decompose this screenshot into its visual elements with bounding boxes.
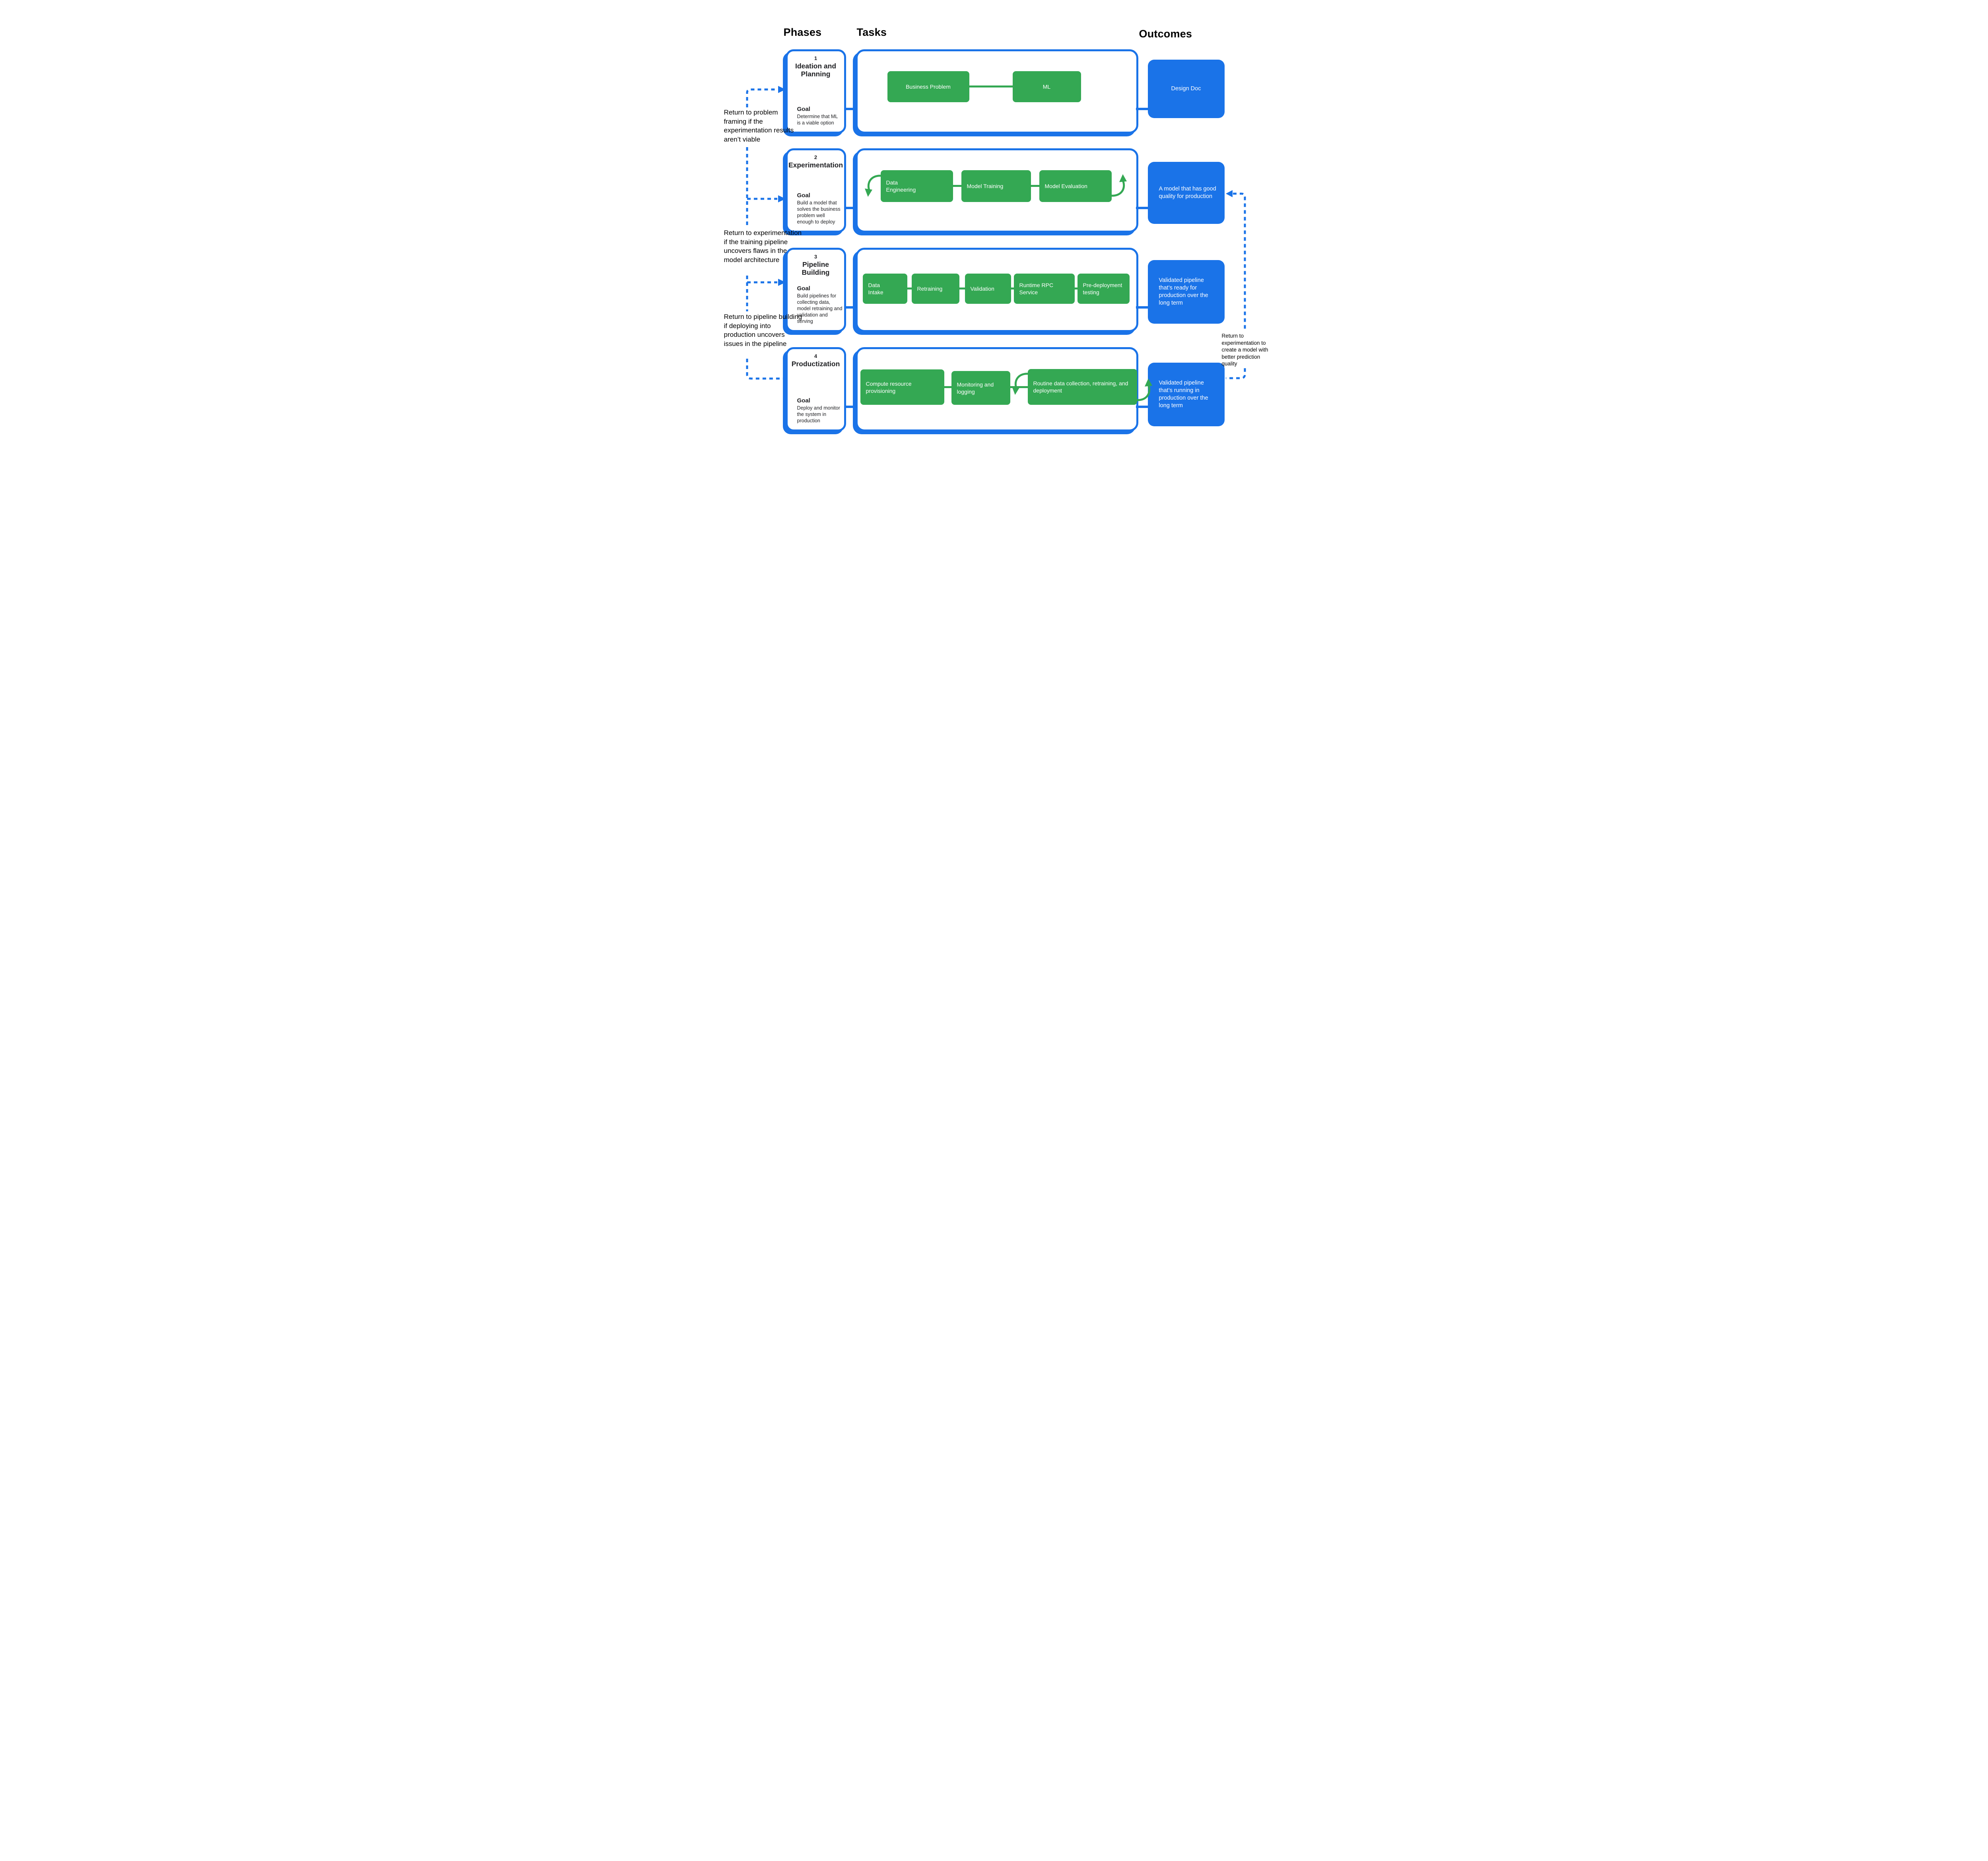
task-connector: [943, 386, 952, 388]
outcome-model-quality: A model that has good quality for produc…: [1147, 162, 1225, 224]
task-routine-data-collection: Routine data collection, retraining, and…: [1027, 369, 1137, 405]
task-connector: [1030, 185, 1040, 187]
annotation-return-experimentation-flaws: Return to experimentation if the trainin…: [724, 229, 802, 264]
phase-card-ideation: 1 Ideation and Planning Goal Determine t…: [785, 49, 846, 134]
dashed-path-to-phase1: [746, 88, 777, 107]
phase-title: Ideation and Planning: [795, 62, 837, 78]
phase-card-productization: 4 Productization Goal Deploy and monitor…: [785, 347, 846, 431]
phase-number: 4: [814, 353, 817, 359]
task-model-evaluation: Model Evaluation: [1039, 170, 1112, 202]
phase-title: Experimentation: [788, 161, 843, 169]
phases-column-header: Phases: [783, 26, 822, 38]
goal-text: Deploy and monitor the system in product…: [797, 405, 840, 423]
phase-number: 2: [814, 154, 817, 160]
task-connector: [1009, 386, 1029, 388]
connector-phase-tasks-3: [843, 306, 858, 309]
task-validation: Validation: [965, 274, 1011, 304]
arrow-right-icon: [778, 279, 786, 286]
task-connector: [1010, 288, 1015, 289]
goal-text: Determine that ML is a viable option: [797, 114, 838, 126]
task-monitoring-and-logging: Monitoring and logging: [951, 371, 1010, 405]
phase-card-experimentation: 2 Experimentation Goal Build a model tha…: [785, 148, 846, 233]
connector-phase-tasks-4: [843, 406, 858, 408]
goal-label: Goal: [797, 192, 810, 199]
phase-card-pipeline-building: 3 Pipeline Building Goal Build pipelines…: [785, 248, 846, 332]
dashed-path-to-phase4: [746, 359, 784, 380]
phase-goal: Goal Deploy and monitor the system in pr…: [788, 397, 844, 429]
dashed-path-right-vertical-a: [1233, 192, 1246, 331]
task-connector: [1074, 288, 1078, 289]
goal-text: Build a model that solves the business p…: [797, 200, 841, 225]
task-ml: ML: [1012, 71, 1081, 102]
task-data-engineering: Data Engineering: [880, 170, 953, 202]
task-connector: [906, 288, 912, 289]
phase-number: 3: [814, 254, 817, 260]
connector-tasks-outcome-3: [1136, 306, 1150, 309]
connector-tasks-outcome-1: [1136, 108, 1150, 110]
arrow-right-icon: [778, 86, 786, 93]
goal-label: Goal: [797, 285, 810, 292]
goal-label: Goal: [797, 106, 810, 113]
task-retraining: Retraining: [911, 274, 959, 304]
phase-number: 1: [814, 55, 817, 61]
task-connector: [958, 288, 966, 289]
dashed-path-from-outcome4: [1225, 368, 1246, 379]
phase-title: Pipeline Building: [802, 260, 830, 276]
task-compute-resource-provisioning: Compute resource provisioning: [860, 369, 944, 405]
connector-phase-tasks-2: [843, 207, 858, 209]
annotation-return-problem-framing: Return to problem framing if the experim…: [724, 109, 794, 143]
task-connector: [952, 185, 962, 187]
task-data-intake: Data Intake: [862, 274, 907, 304]
goal-label: Goal: [797, 397, 810, 404]
task-model-training: Model Training: [961, 170, 1031, 202]
outcomes-column-header: Outcomes: [1139, 28, 1192, 40]
task-connector: [968, 85, 1013, 87]
task-business-problem: Business Problem: [887, 71, 969, 102]
connector-tasks-outcome-2: [1136, 207, 1150, 209]
arrow-right-icon: [778, 195, 786, 202]
phase-goal: Goal Build pipelines for collecting data…: [788, 285, 844, 330]
annotation-return-pipeline-building: Return to pipeline building if deploying…: [724, 313, 802, 348]
phase-goal: Goal Determine that ML is a viable optio…: [788, 106, 844, 132]
task-runtime-rpc-service: Runtime RPC Service: [1013, 274, 1075, 304]
ml-workflow-diagram: Phases Tasks Outcomes 1 Ideation and Pla…: [712, 0, 1276, 465]
tasks-column-header: Tasks: [856, 26, 887, 38]
outcome-design-doc: Design Doc: [1147, 60, 1225, 118]
outcome-validated-pipeline-ready: Validated pipeline that’s ready for prod…: [1147, 260, 1225, 324]
phase-goal: Goal Build a model that solves the busin…: [788, 192, 844, 231]
arrow-left-icon: [1225, 190, 1233, 197]
connector-phase-tasks-1: [843, 108, 858, 110]
connector-tasks-outcome-4: [1136, 406, 1150, 408]
phase-title: Productization: [791, 360, 840, 368]
annotation-return-experimentation-quality: Return to experimentation to create a mo…: [1221, 333, 1268, 367]
goal-text: Build pipelines for collecting data, mod…: [797, 293, 843, 324]
task-pre-deployment-testing: Pre-deployment testing: [1077, 274, 1130, 304]
outcome-validated-pipeline-running: Validated pipeline that’s running in pro…: [1147, 363, 1225, 426]
